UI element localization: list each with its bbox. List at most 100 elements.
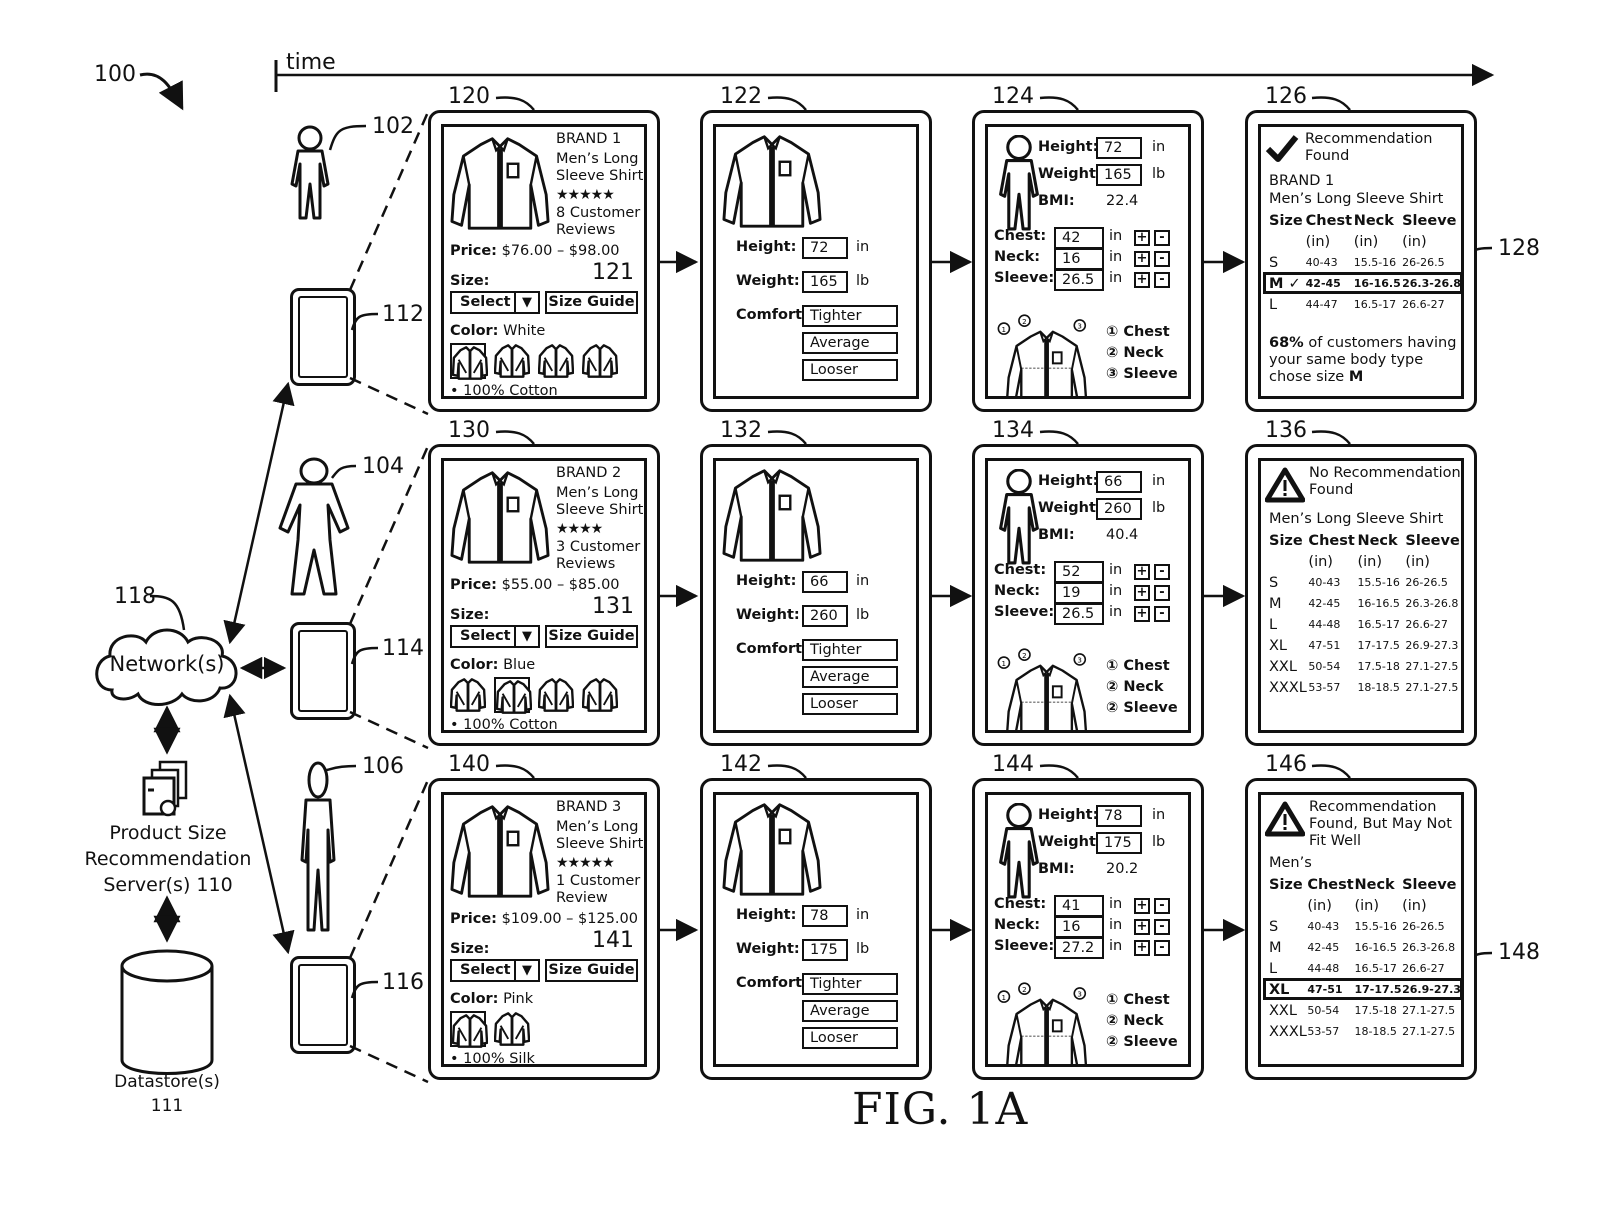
reviews-count[interactable]: 1 Customer xyxy=(556,873,641,889)
comfort-option[interactable]: Average xyxy=(802,1000,898,1022)
measure-legend-item: ② Sleeve xyxy=(1106,1034,1178,1050)
comfort-option[interactable]: Tighter xyxy=(802,973,898,995)
measure-input-chest[interactable]: 41 xyxy=(1054,895,1104,917)
increase-chest-button[interactable]: + xyxy=(1134,564,1150,580)
increase-sleeve-button[interactable]: + xyxy=(1134,606,1150,622)
color-swatch[interactable] xyxy=(581,343,619,379)
size-select[interactable]: Select▼ xyxy=(450,959,540,982)
decrease-sleeve-button[interactable]: - xyxy=(1154,606,1170,622)
user-device-112[interactable] xyxy=(290,288,356,386)
shirt-image xyxy=(722,465,822,569)
size-guide-button[interactable]: Size Guide xyxy=(545,625,638,648)
reviews-label[interactable]: Reviews xyxy=(556,222,616,238)
reviews-count[interactable]: 3 Customer xyxy=(556,539,641,555)
increase-chest-button[interactable]: + xyxy=(1134,898,1150,914)
result-screen-ref: 136 xyxy=(1265,418,1307,443)
increase-sleeve-button[interactable]: + xyxy=(1134,272,1150,288)
increase-neck-button[interactable]: + xyxy=(1134,919,1150,935)
color-swatch[interactable] xyxy=(494,677,533,714)
color-swatch[interactable] xyxy=(581,677,619,713)
weight-input[interactable]: 175 xyxy=(1096,832,1142,854)
user-device-116[interactable] xyxy=(290,956,356,1054)
comfort-option[interactable]: Average xyxy=(802,332,898,354)
measure-input-sleeve[interactable]: 27.2 xyxy=(1054,937,1104,959)
color-swatch[interactable] xyxy=(450,343,489,380)
weight-input[interactable]: 165 xyxy=(1096,164,1142,186)
size-neck: 16-16.5 xyxy=(1357,597,1400,610)
height-input[interactable]: 66 xyxy=(802,571,848,593)
size-chart-unit: (in) xyxy=(1402,897,1427,914)
height-input[interactable]: 66 xyxy=(1096,471,1142,493)
size-guide-button[interactable]: Size Guide xyxy=(545,291,638,314)
comfort-option[interactable]: Looser xyxy=(802,1027,898,1049)
increase-neck-button[interactable]: + xyxy=(1134,251,1150,267)
user-device-114[interactable] xyxy=(290,622,356,720)
decrease-sleeve-button[interactable]: - xyxy=(1154,272,1170,288)
product-screen-ref: 120 xyxy=(448,84,490,109)
decrease-chest-button[interactable]: - xyxy=(1154,898,1170,914)
height-input[interactable]: 72 xyxy=(1096,137,1142,159)
weight-input[interactable]: 165 xyxy=(802,271,848,293)
height-input[interactable]: 78 xyxy=(1096,805,1142,827)
color-swatch[interactable] xyxy=(537,343,575,379)
size-chest: 53-57 xyxy=(1308,681,1341,694)
measure-input-neck[interactable]: 16 xyxy=(1054,916,1104,938)
measure-input-sleeve[interactable]: 26.5 xyxy=(1054,603,1104,625)
comfort-option[interactable]: Average xyxy=(802,666,898,688)
measure-input-neck[interactable]: 16 xyxy=(1054,248,1104,270)
measure-input-chest[interactable]: 42 xyxy=(1054,227,1104,249)
weight-input[interactable]: 260 xyxy=(1096,498,1142,520)
color-swatch[interactable] xyxy=(450,1011,489,1048)
color-swatch[interactable] xyxy=(493,1011,531,1047)
decrease-neck-button[interactable]: - xyxy=(1154,919,1170,935)
decrease-neck-button[interactable]: - xyxy=(1154,251,1170,267)
color-swatch[interactable] xyxy=(493,343,531,379)
reviews-count[interactable]: 8 Customer xyxy=(556,205,641,221)
measure-input-chest[interactable]: 52 xyxy=(1054,561,1104,583)
increase-neck-button[interactable]: + xyxy=(1134,585,1150,601)
measure-input-sleeve[interactable]: 26.5 xyxy=(1054,269,1104,291)
result-title: Found xyxy=(1305,148,1350,164)
comfort-option[interactable]: Looser xyxy=(802,359,898,381)
decrease-sleeve-button[interactable]: - xyxy=(1154,940,1170,956)
size-guide-button[interactable]: Size Guide xyxy=(545,959,638,982)
user-icon-106 xyxy=(300,761,336,932)
comfort-option[interactable]: Looser xyxy=(802,693,898,715)
size-name: XL xyxy=(1269,981,1290,998)
color-swatch[interactable] xyxy=(449,677,487,713)
height-input[interactable]: 72 xyxy=(802,237,848,259)
decrease-chest-button[interactable]: - xyxy=(1154,230,1170,246)
size-chart-column-header: Neck xyxy=(1357,533,1398,549)
weight-input[interactable]: 260 xyxy=(802,605,848,627)
size-sleeve: 26.9-27.3 xyxy=(1405,639,1459,652)
size-select[interactable]: Select▼ xyxy=(450,625,540,648)
color-swatch[interactable] xyxy=(537,677,575,713)
measurements-screen-ref: 134 xyxy=(992,418,1034,443)
height-input[interactable]: 78 xyxy=(802,905,848,927)
comfort-option[interactable]: Tighter xyxy=(802,305,898,327)
measure-unit: in xyxy=(1109,917,1123,933)
measure-input-neck[interactable]: 19 xyxy=(1054,582,1104,604)
height-unit: in xyxy=(856,239,870,255)
decrease-chest-button[interactable]: - xyxy=(1154,564,1170,580)
measure-legend-item: ② Neck xyxy=(1106,1013,1164,1029)
size-name: M xyxy=(1269,939,1282,956)
reviews-label[interactable]: Reviews xyxy=(556,556,616,572)
reviews-label[interactable]: Review xyxy=(556,890,608,906)
increase-chest-button[interactable]: + xyxy=(1134,230,1150,246)
decrease-neck-button[interactable]: - xyxy=(1154,585,1170,601)
weight-input[interactable]: 175 xyxy=(802,939,848,961)
increase-sleeve-button[interactable]: + xyxy=(1134,940,1150,956)
size-select[interactable]: Select▼ xyxy=(450,291,540,314)
comfort-option[interactable]: Tighter xyxy=(802,639,898,661)
measure-label-neck: Neck: xyxy=(994,249,1041,265)
server-label-line: Product Size xyxy=(109,822,227,844)
result-product: Men’s Long Sleeve Shirt xyxy=(1269,191,1444,207)
network-link-116 xyxy=(223,693,295,955)
